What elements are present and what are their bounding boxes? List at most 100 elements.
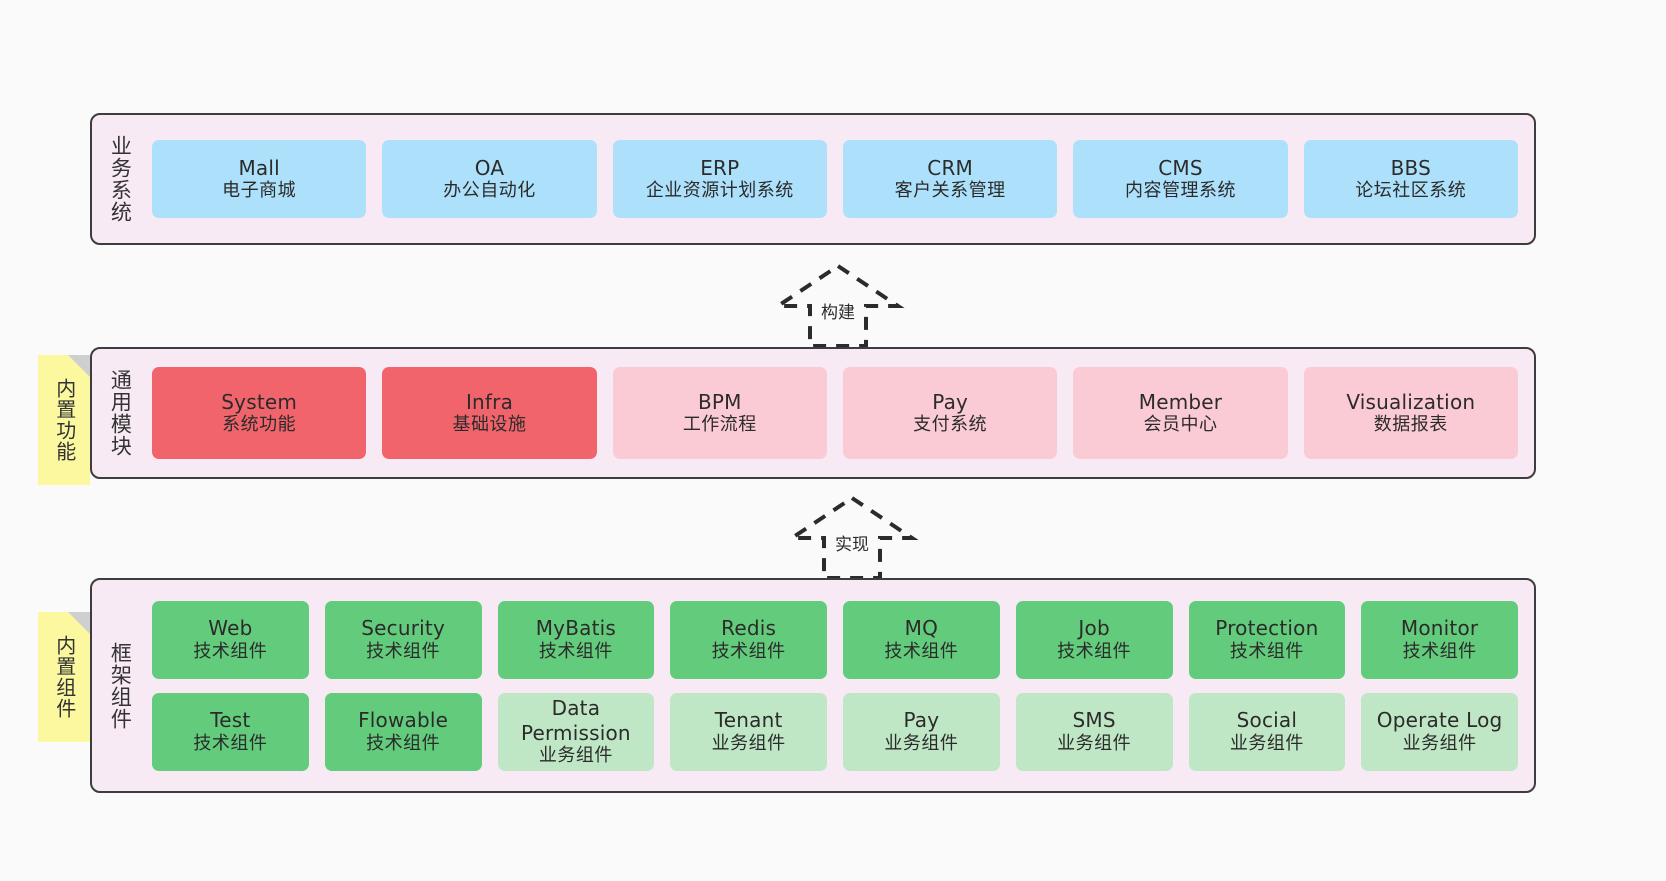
card-cms[interactable]: CMS 内容管理系统 [1073,140,1288,218]
card-sms[interactable]: SMS 业务组件 [1015,692,1173,771]
card-title: BBS [1390,155,1431,180]
card-job[interactable]: Job 技术组件 [1015,600,1173,679]
card-subtitle: 业务组件 [1057,732,1132,754]
card-subtitle: 技术组件 [1402,640,1477,662]
card-row-business: Test 技术组件 Flowable 技术组件 Data Permission … [152,692,1518,771]
connector-implement: 实现 [762,490,942,582]
card-bbs[interactable]: BBS 论坛社区系统 [1303,140,1518,218]
page-fold-icon [68,612,90,634]
card-subtitle: 业务组件 [884,732,959,754]
card-subtitle: 技术组件 [193,640,268,662]
card-title: Protection [1215,616,1319,641]
card-crm[interactable]: CRM 客户关系管理 [842,140,1058,218]
card-title: MyBatis [535,616,617,641]
layer-title-business-systems: 业务系统 [108,135,133,223]
card-title: Pay [903,708,940,733]
card-subtitle: 办公自动化 [443,180,536,202]
card-title: CMS [1158,155,1203,180]
card-title: ERP [700,155,740,180]
card-title: Web [208,616,253,641]
card-row: Mall 电子商城 OA 办公自动化 ERP 企业资源计划系统 CRM 客户关系… [152,140,1518,218]
page-fold-icon [68,355,90,377]
card-title: Visualization [1346,389,1476,414]
card-subtitle: 业务组件 [1229,732,1304,754]
card-pay-component[interactable]: Pay 业务组件 [843,692,1000,771]
card-title: Data Permission [520,696,631,745]
card-title: Social [1236,708,1298,733]
card-oa[interactable]: OA 办公自动化 [382,140,597,218]
card-infra[interactable]: Infra 基础设施 [382,367,597,459]
card-pay[interactable]: Pay 支付系统 [842,367,1058,459]
sticky-note-builtin-features: 内置功能 [38,355,90,485]
sticky-note-label: 内置组件 [52,635,77,719]
card-mybatis[interactable]: MyBatis 技术组件 [497,600,655,679]
sticky-note-label: 内置功能 [52,378,77,462]
card-subtitle: 业务组件 [1402,732,1477,754]
card-subtitle: 会员中心 [1143,414,1218,436]
card-redis[interactable]: Redis 技术组件 [670,600,827,679]
card-subtitle: 内容管理系统 [1124,180,1236,202]
card-bpm[interactable]: BPM 工作流程 [612,367,827,459]
card-title: Flowable [358,708,449,733]
card-subtitle: 支付系统 [913,414,988,436]
layer-body-business-systems: Mall 电子商城 OA 办公自动化 ERP 企业资源计划系统 CRM 客户关系… [148,115,1534,243]
card-system[interactable]: System 系统功能 [152,367,367,459]
card-row: System 系统功能 Infra 基础设施 BPM 工作流程 Pay 支付系统… [152,367,1518,459]
card-subtitle: 论坛社区系统 [1355,180,1467,202]
card-title: Pay [932,389,969,414]
card-title: MQ [904,616,939,641]
layer-body-common-modules: System 系统功能 Infra 基础设施 BPM 工作流程 Pay 支付系统… [148,349,1534,477]
card-title: OA [474,155,505,180]
card-subtitle: 工作流程 [682,414,757,436]
card-title: System [221,389,298,414]
layer-title-common-modules: 通用模块 [108,369,133,457]
layer-title-framework-components: 框架组件 [108,641,133,730]
card-social[interactable]: Social 业务组件 [1188,692,1346,771]
card-row-technical: Web 技术组件 Security 技术组件 MyBatis 技术组件 Redi… [152,600,1518,679]
layer-body-framework-components: Web 技术组件 Security 技术组件 MyBatis 技术组件 Redi… [148,580,1534,791]
card-subtitle: 业务组件 [538,744,613,766]
card-subtitle: 技术组件 [366,732,441,754]
sticky-note-builtin-components: 内置组件 [38,612,90,742]
layer-common-modules: 通用模块 System 系统功能 Infra 基础设施 BPM 工作流程 Pay… [90,347,1536,479]
card-web[interactable]: Web 技术组件 [152,600,309,679]
card-title: SMS [1072,708,1116,733]
card-title: BPM [698,389,742,414]
card-subtitle: 客户关系管理 [894,180,1006,202]
card-test[interactable]: Test 技术组件 [152,692,309,771]
card-monitor[interactable]: Monitor 技术组件 [1361,600,1518,679]
card-title: Redis [721,616,777,641]
card-security[interactable]: Security 技术组件 [324,600,482,679]
card-erp[interactable]: ERP 企业资源计划系统 [612,140,827,218]
connector-label: 实现 [835,535,869,555]
card-operate-log[interactable]: Operate Log 业务组件 [1361,692,1518,771]
connector-label: 构建 [821,303,855,323]
card-flowable[interactable]: Flowable 技术组件 [324,692,482,771]
card-subtitle: 系统功能 [222,414,297,436]
card-title: Mall [238,155,280,180]
card-subtitle: 企业资源计划系统 [645,180,794,202]
card-subtitle: 技术组件 [1057,640,1132,662]
card-visualization[interactable]: Visualization 数据报表 [1303,367,1518,459]
card-member[interactable]: Member 会员中心 [1073,367,1288,459]
card-subtitle: 技术组件 [193,732,268,754]
card-title: Tenant [714,708,783,733]
card-title: Monitor [1400,616,1479,641]
card-subtitle: 技术组件 [884,640,959,662]
card-title: Job [1078,616,1110,641]
card-title: Security [361,616,445,641]
card-subtitle: 技术组件 [1229,640,1304,662]
card-title: Operate Log [1376,708,1503,733]
card-mq[interactable]: MQ 技术组件 [843,600,1000,679]
card-subtitle: 技术组件 [366,640,441,662]
card-title: Test [210,708,251,733]
card-tenant[interactable]: Tenant 业务组件 [670,692,827,771]
card-subtitle: 基础设施 [452,414,527,436]
card-protection[interactable]: Protection 技术组件 [1188,600,1346,679]
layer-framework-components: 框架组件 Web 技术组件 Security 技术组件 MyBatis 技术组件… [90,578,1536,793]
card-data-permission[interactable]: Data Permission 业务组件 [497,692,655,771]
connector-build: 构建 [748,258,928,350]
card-mall[interactable]: Mall 电子商城 [152,140,367,218]
card-subtitle: 业务组件 [711,732,786,754]
